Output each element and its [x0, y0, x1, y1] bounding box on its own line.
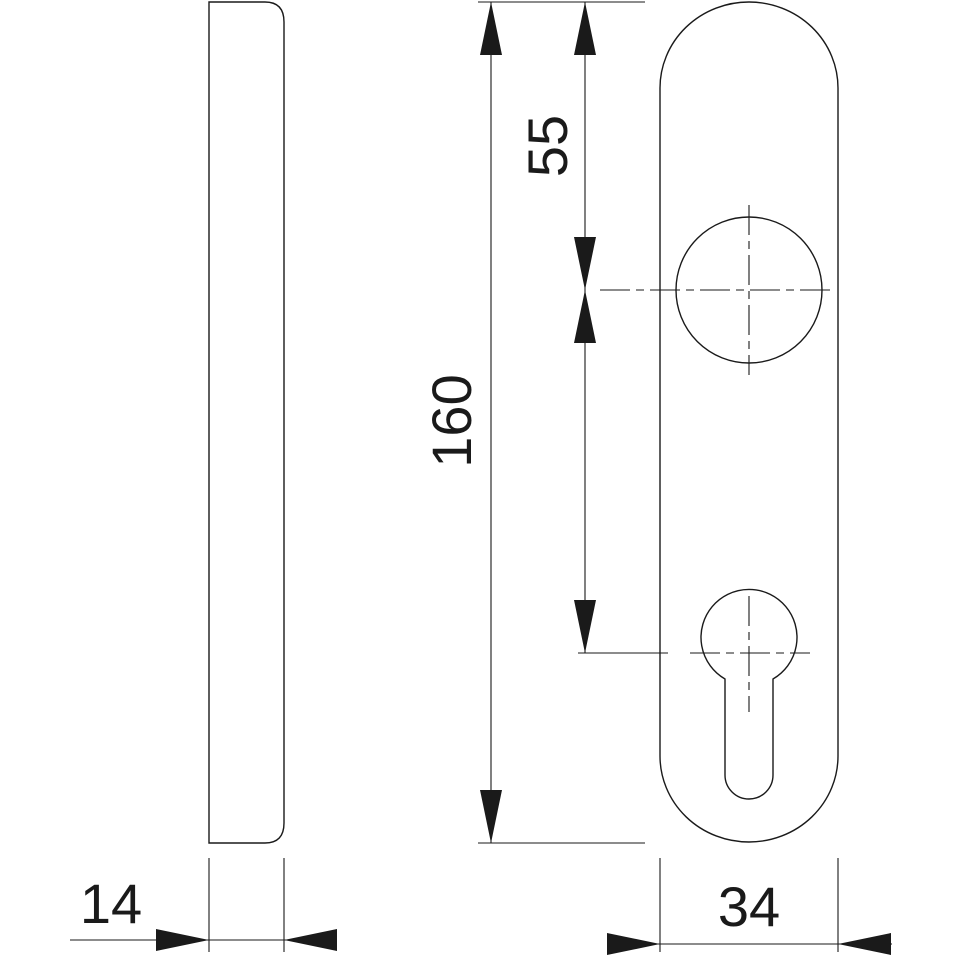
dim-34-label: 34	[718, 875, 780, 938]
side-view-outline	[208, 1, 285, 844]
dim-34-arrow-right	[838, 933, 891, 955]
dim-55-arrow-bottom	[574, 237, 596, 290]
front-view	[600, 1, 839, 843]
dimension-55: 55	[516, 2, 596, 653]
dim-center-arrow-bottom	[574, 600, 596, 653]
dim-160-arrow-top	[480, 2, 502, 55]
dim-55-label: 55	[516, 115, 579, 177]
dimension-160: 160	[420, 2, 502, 843]
dim-160-arrow-bottom	[480, 790, 502, 843]
dim-34-arrow-left	[607, 933, 660, 955]
extension-lines	[208, 1, 839, 952]
dim-55-arrow-top	[574, 2, 596, 55]
dim-14-label: 14	[80, 872, 142, 935]
dim-160-label: 160	[420, 374, 483, 467]
dim-center-arrow-top	[574, 290, 596, 343]
dimension-14: 14	[70, 872, 337, 951]
dimension-34: 34	[607, 875, 892, 955]
cylinder-hole	[700, 588, 798, 800]
dim-14-arrow-right	[284, 929, 337, 951]
side-view	[208, 1, 285, 844]
dim-14-arrow-left	[156, 929, 209, 951]
front-plate-outline	[659, 1, 839, 843]
